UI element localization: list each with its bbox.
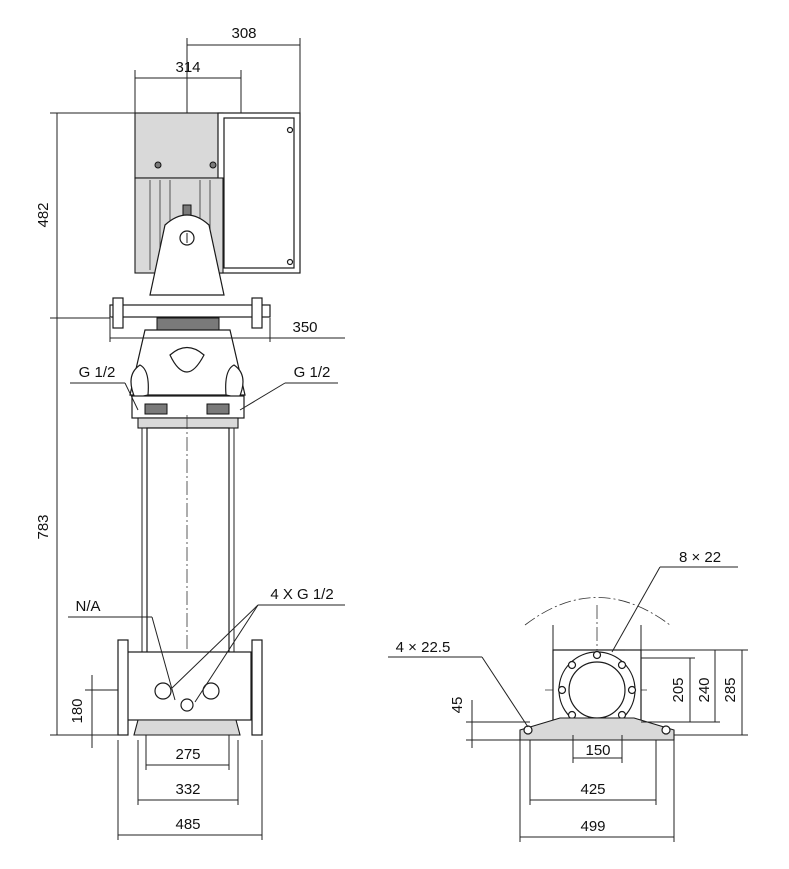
head-ring bbox=[137, 417, 239, 429]
dim-499: 499 bbox=[580, 818, 605, 835]
base-foot bbox=[133, 719, 241, 736]
vent-plug bbox=[144, 403, 168, 415]
shaft-seal bbox=[156, 317, 220, 331]
dim-8x22: 8 × 22 bbox=[679, 549, 721, 566]
screw-icon bbox=[286, 258, 294, 266]
port-bore bbox=[568, 661, 626, 719]
motor-bolt-icon bbox=[154, 161, 162, 169]
flange-bolt bbox=[112, 297, 124, 329]
dim-482: 482 bbox=[35, 202, 52, 227]
inlet-flange bbox=[117, 639, 129, 736]
motor-flange bbox=[109, 304, 271, 318]
motor-top-cover bbox=[134, 112, 224, 179]
pump-sleeve bbox=[146, 427, 230, 654]
dim-308: 308 bbox=[231, 25, 256, 42]
dim-485: 485 bbox=[175, 816, 200, 833]
drain-plug-icon bbox=[202, 682, 220, 700]
dim-150: 150 bbox=[585, 742, 610, 759]
terminal-box-inner bbox=[223, 117, 295, 269]
pump-front-view bbox=[109, 112, 301, 736]
dim-425: 425 bbox=[580, 781, 605, 798]
label-g12-right: G 1/2 bbox=[294, 364, 331, 381]
dim-45: 45 bbox=[449, 697, 466, 714]
label-4x-g12: 4 X G 1/2 bbox=[270, 586, 333, 603]
dim-285: 285 bbox=[722, 677, 739, 702]
dim-314: 314 bbox=[175, 59, 200, 76]
dim-180: 180 bbox=[69, 698, 86, 723]
drain-plug-icon bbox=[180, 698, 194, 712]
label-g12-left: G 1/2 bbox=[79, 364, 116, 381]
dim-4x22-5: 4 × 22.5 bbox=[396, 639, 451, 656]
outlet-flange bbox=[251, 639, 263, 736]
dim-350: 350 bbox=[292, 319, 317, 336]
reference-arc bbox=[524, 597, 671, 626]
base-plan-view bbox=[519, 597, 675, 741]
motor-bolt-icon bbox=[209, 161, 217, 169]
motor bbox=[134, 112, 301, 274]
leader-lines bbox=[68, 382, 738, 728]
brand-logo-icon bbox=[169, 346, 205, 373]
flange-bolt bbox=[251, 297, 263, 329]
dimension-lines bbox=[50, 38, 748, 842]
dim-240: 240 bbox=[696, 677, 713, 702]
vent-plug bbox=[206, 403, 230, 415]
dim-205: 205 bbox=[670, 677, 687, 702]
motor-stool bbox=[149, 214, 225, 296]
mounting-hole-icon bbox=[523, 725, 533, 735]
screw-icon bbox=[286, 126, 294, 134]
base-foot-plan bbox=[519, 717, 675, 741]
dim-275: 275 bbox=[175, 746, 200, 763]
drain-plug-icon bbox=[154, 682, 172, 700]
label-na: N/A bbox=[75, 598, 100, 615]
dim-332: 332 bbox=[175, 781, 200, 798]
mounting-hole-icon bbox=[661, 725, 671, 735]
dim-783: 783 bbox=[35, 514, 52, 539]
